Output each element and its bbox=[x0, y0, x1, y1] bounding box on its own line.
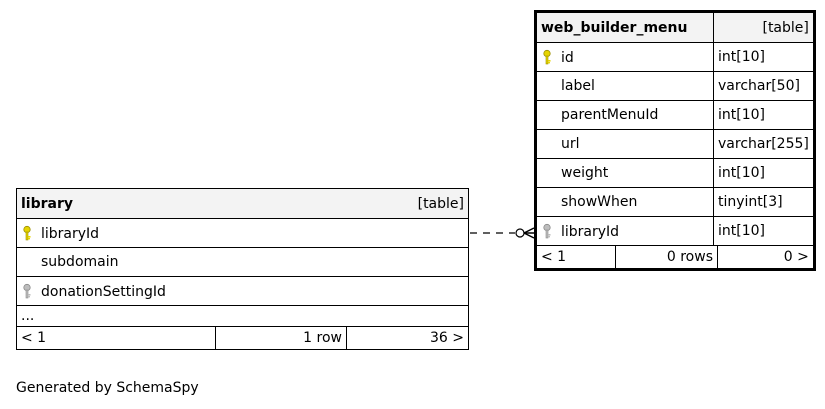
table-header: web_builder_menu [table] bbox=[535, 11, 815, 43]
children-link[interactable]: 0 > bbox=[783, 249, 809, 265]
table-name: web_builder_menu bbox=[535, 11, 714, 43]
table-footer: < 1 1 row 36 > bbox=[16, 326, 469, 350]
column-row[interactable]: label varchar[50] bbox=[535, 71, 815, 101]
column-row[interactable]: url varchar[255] bbox=[535, 129, 815, 159]
column-row[interactable]: donationSettingId bbox=[16, 276, 469, 306]
column-type: int[10] bbox=[713, 100, 815, 130]
column-row[interactable]: libraryId bbox=[16, 218, 469, 248]
row-count: 1 row bbox=[215, 327, 347, 349]
table-header: library [table] bbox=[16, 188, 469, 219]
zero-many-circle bbox=[515, 228, 525, 238]
column-type: int[10] bbox=[713, 216, 815, 246]
column-name: libraryId bbox=[41, 225, 100, 242]
column-type: int[10] bbox=[713, 42, 815, 72]
column-row[interactable]: showWhen tinyint[3] bbox=[535, 187, 815, 217]
foreign-key-icon bbox=[21, 283, 35, 299]
generator-caption: Generated by SchemaSpy bbox=[16, 380, 199, 396]
column-name: id bbox=[561, 49, 574, 66]
row-count: 0 rows bbox=[615, 246, 718, 268]
crow-foot-bottom bbox=[523, 232, 535, 239]
table-library[interactable]: library [table] libraryId subdomain dona… bbox=[16, 188, 469, 350]
column-type: varchar[255] bbox=[713, 129, 815, 159]
table-footer: < 1 0 rows 0 > bbox=[535, 245, 815, 270]
more-columns: ... bbox=[16, 305, 469, 327]
primary-key-icon bbox=[21, 225, 35, 241]
column-name: libraryId bbox=[561, 223, 620, 240]
column-name: parentMenuId bbox=[561, 107, 659, 123]
column-name: donationSettingId bbox=[41, 283, 166, 300]
more-columns-row: ... bbox=[16, 305, 469, 327]
column-row[interactable]: parentMenuId int[10] bbox=[535, 100, 815, 130]
table-web-builder-menu[interactable]: web_builder_menu [table] id int[10] labe… bbox=[534, 10, 816, 271]
children-link[interactable]: 36 > bbox=[430, 330, 464, 346]
column-type: tinyint[3] bbox=[713, 187, 815, 217]
column-row[interactable]: subdomain bbox=[16, 247, 469, 277]
column-row[interactable]: libraryId int[10] bbox=[535, 216, 815, 246]
column-type: varchar[50] bbox=[713, 71, 815, 101]
column-name: showWhen bbox=[561, 194, 638, 210]
table-kind: [table] bbox=[253, 188, 469, 219]
table-kind: [table] bbox=[713, 11, 815, 43]
table-name: library bbox=[16, 188, 254, 219]
column-type: int[10] bbox=[713, 158, 815, 188]
foreign-key-icon bbox=[541, 223, 555, 239]
column-name: url bbox=[561, 136, 580, 152]
column-name: subdomain bbox=[41, 254, 119, 270]
primary-key-icon bbox=[541, 49, 555, 65]
parents-link[interactable]: < 1 bbox=[537, 246, 616, 268]
column-row[interactable]: id int[10] bbox=[535, 42, 815, 72]
crow-foot-top bbox=[523, 227, 535, 234]
column-name: weight bbox=[561, 165, 609, 181]
parents-link[interactable]: < 1 bbox=[17, 327, 216, 349]
column-row[interactable]: weight int[10] bbox=[535, 158, 815, 188]
column-name: label bbox=[561, 78, 595, 94]
